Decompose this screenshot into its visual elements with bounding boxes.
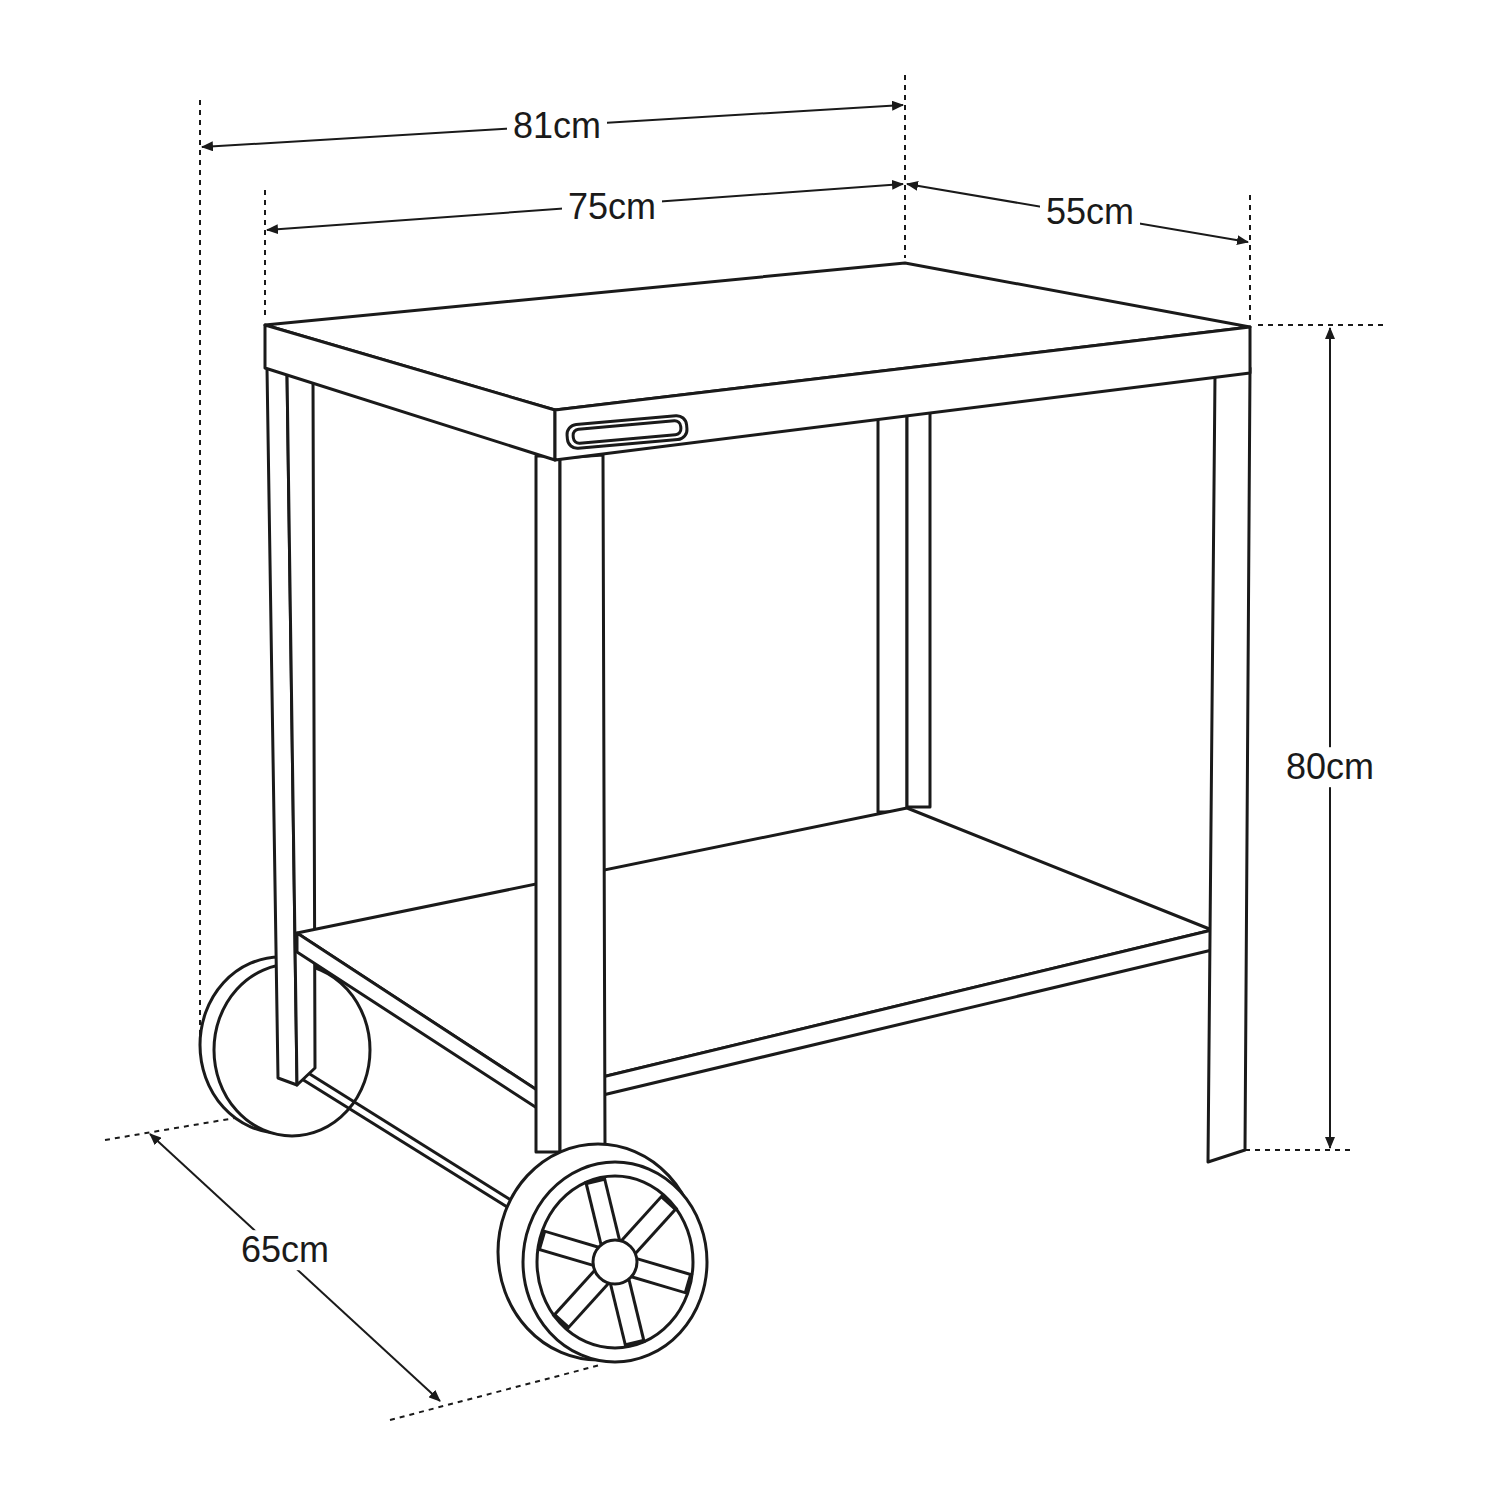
spoke (628, 1201, 670, 1248)
spoke (628, 1204, 668, 1248)
dimension-label: 81cm (507, 106, 607, 146)
dimension-label: 65cm (235, 1230, 335, 1270)
spoke (620, 1281, 634, 1341)
spoke (620, 1281, 636, 1345)
spoke (595, 1179, 611, 1243)
wheel-hub (593, 1240, 637, 1284)
spoke (632, 1267, 686, 1283)
spoke (560, 1276, 602, 1323)
dimension-label: 55cm (1040, 192, 1140, 232)
spoke (544, 1241, 598, 1257)
extension-lines (105, 75, 1385, 1420)
cart-body (200, 263, 1250, 1362)
spoke (632, 1267, 690, 1284)
wheel-spokes (540, 1179, 691, 1345)
dimension-label: 80cm (1280, 747, 1380, 787)
spoke (563, 1276, 603, 1320)
dimension-lines (150, 105, 1330, 1401)
dimension-label: 75cm (562, 187, 662, 227)
spoke (596, 1183, 610, 1243)
spoke (540, 1240, 598, 1257)
